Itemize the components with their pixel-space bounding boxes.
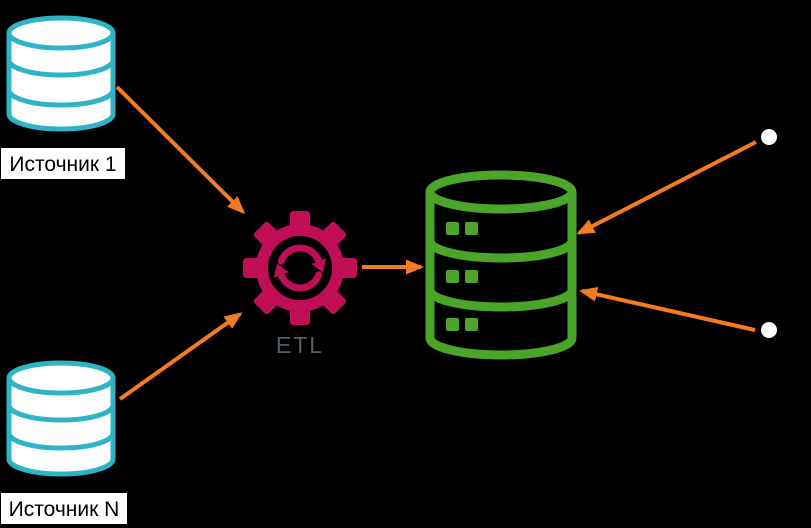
etl-gear-icon [243, 211, 357, 325]
refresh-arrowhead-top [311, 258, 327, 273]
data-dot [446, 318, 459, 331]
refresh-arrows-icon [273, 244, 327, 292]
endpoint-dot-top [761, 129, 777, 145]
cylinder-band [425, 240, 577, 263]
data-dot [465, 270, 478, 283]
refresh-arrowhead-bottom [273, 263, 289, 278]
data-dot [465, 318, 478, 331]
arrow-source1-to-etl [115, 85, 246, 215]
flow-arrows [115, 85, 757, 401]
data-dot [465, 222, 478, 235]
cylinder-body [6, 378, 116, 477]
cylinder-top [6, 15, 116, 51]
label-background [1, 493, 127, 524]
source-1-database-icon [6, 15, 116, 132]
data-dot [446, 270, 459, 283]
endpoint-dot-bottom [761, 322, 777, 338]
data-dot [446, 222, 459, 235]
etl-label-text: ETL [276, 332, 324, 358]
source-n-label: Источник N [1, 493, 127, 524]
cylinder-band [6, 59, 116, 78]
gear-ring [256, 224, 344, 312]
arrow-endpoint-bottom-to-warehouse [579, 286, 756, 332]
cylinder-band [425, 289, 577, 312]
cylinder-band [6, 89, 116, 108]
source-n-database-icon [6, 360, 116, 477]
cylinder-band [6, 432, 116, 451]
cylinder-top [6, 360, 116, 396]
data-row-dots [446, 222, 478, 331]
cylinder-band [6, 404, 116, 423]
source-n-label-text: Источник N [9, 498, 120, 521]
arrow-endpoint-top-to-warehouse [576, 140, 757, 235]
cylinder-top [425, 170, 577, 214]
source-1-label: Источник 1 [1, 148, 125, 179]
source-1-label-text: Источник 1 [9, 153, 116, 176]
label-background [1, 148, 125, 179]
refresh-arc-top [277, 244, 323, 265]
refresh-arc-bottom [277, 271, 323, 292]
warehouse-database-icon [425, 170, 577, 360]
arrow-sourceN-to-etl [118, 312, 243, 401]
